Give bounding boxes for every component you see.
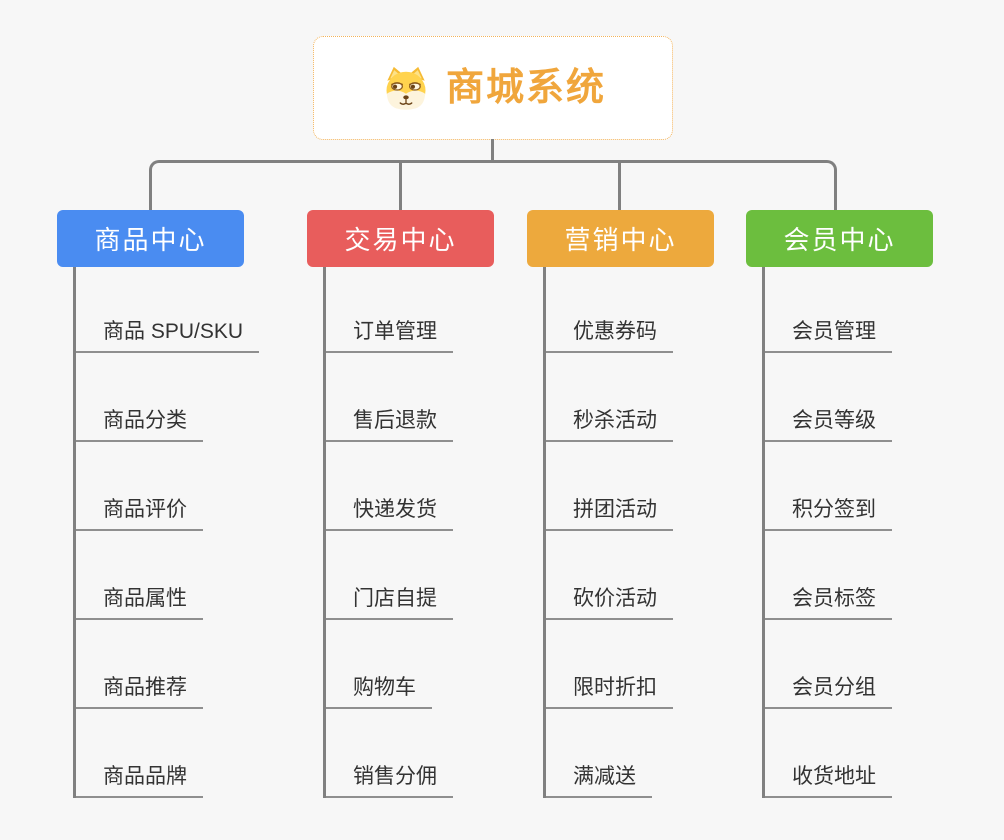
branch-children: 会员管理 会员等级 积分签到 会员标签 会员分组 收货地址 [762,267,892,798]
leaf-label: 售后退款 [326,408,453,442]
branch-node-member-center[interactable]: 会员中心 [746,210,933,267]
branch-marketing-center: 营销中心 优惠券码 秒杀活动 拼团活动 砍价活动 限时折扣 满减送 [527,210,767,798]
leaf-label: 商品属性 [76,586,203,620]
leaf-label: 秒杀活动 [546,408,673,442]
leaf-label: 会员分组 [765,675,892,709]
branch-trade-center: 交易中心 订单管理 售后退款 快递发货 门店自提 购物车 销售分佣 [307,210,547,798]
leaf-node[interactable]: 商品评价 [76,442,259,531]
branch-label: 交易中心 [344,225,457,255]
leaf-node[interactable]: 拼团活动 [546,442,673,531]
leaf-node[interactable]: 快递发货 [326,442,453,531]
leaf-label: 会员标签 [765,586,892,620]
leaf-label: 会员等级 [765,408,892,442]
branch-children: 订单管理 售后退款 快递发货 门店自提 购物车 销售分佣 [323,267,453,798]
branch-product-center: 商品中心 商品 SPU/SKU 商品分类 商品评价 商品属性 商品推荐 商品品牌 [57,210,297,798]
branch-label: 商品中心 [94,225,207,255]
leaf-node[interactable]: 会员分组 [765,620,892,709]
branch-label: 会员中心 [783,225,896,255]
leaf-label: 满减送 [546,764,652,798]
leaf-label: 限时折扣 [546,675,673,709]
leaf-node[interactable]: 会员标签 [765,531,892,620]
leaf-node[interactable]: 销售分佣 [326,709,453,798]
leaf-node[interactable]: 售后退款 [326,353,453,442]
branch-member-center: 会员中心 会员管理 会员等级 积分签到 会员标签 会员分组 收货地址 [746,210,986,798]
leaf-node[interactable]: 商品品牌 [76,709,259,798]
leaf-label: 门店自提 [326,586,453,620]
branch-node-product-center[interactable]: 商品中心 [57,210,244,267]
leaf-label: 快递发货 [326,497,453,531]
leaf-node[interactable]: 满减送 [546,709,673,798]
leaf-label: 销售分佣 [326,764,453,798]
connector-branch2-stub [399,161,402,210]
shiba-dog-icon [386,66,426,110]
leaf-node[interactable]: 收货地址 [765,709,892,798]
leaf-node[interactable]: 商品推荐 [76,620,259,709]
branch-node-marketing-center[interactable]: 营销中心 [527,210,714,267]
connector-root-stem [491,139,494,162]
leaf-label: 积分签到 [765,497,892,531]
leaf-node[interactable]: 秒杀活动 [546,353,673,442]
leaf-label: 商品品牌 [76,764,203,798]
leaf-label: 商品 SPU/SKU [76,319,260,353]
root-topic-label: 商城系统 [445,67,606,109]
branch-children: 商品 SPU/SKU 商品分类 商品评价 商品属性 商品推荐 商品品牌 [73,267,260,798]
leaf-node[interactable]: 商品属性 [76,531,259,620]
root-topic[interactable]: 商城系统 [313,36,673,140]
leaf-label: 收货地址 [765,764,892,798]
branch-children: 优惠券码 秒杀活动 拼团活动 砍价活动 限时折扣 满减送 [543,267,673,798]
leaf-label: 砍价活动 [546,586,673,620]
leaf-label: 购物车 [326,675,432,709]
leaf-node[interactable]: 订单管理 [326,267,453,353]
leaf-label: 优惠券码 [546,319,673,353]
leaf-node[interactable]: 限时折扣 [546,620,673,709]
leaf-label: 商品分类 [76,408,203,442]
connector-bus [149,160,837,210]
connector-branch3-stub [618,161,621,210]
leaf-label: 商品推荐 [76,675,203,709]
leaf-label: 拼团活动 [546,497,673,531]
leaf-node[interactable]: 购物车 [326,620,453,709]
branch-node-trade-center[interactable]: 交易中心 [307,210,494,267]
leaf-node[interactable]: 门店自提 [326,531,453,620]
leaf-node[interactable]: 积分签到 [765,442,892,531]
leaf-label: 会员管理 [765,319,892,353]
leaf-label: 订单管理 [326,319,453,353]
leaf-node[interactable]: 商品分类 [76,353,259,442]
leaf-node[interactable]: 优惠券码 [546,267,673,353]
branch-label: 营销中心 [564,225,677,255]
leaf-node[interactable]: 会员管理 [765,267,892,353]
leaf-node[interactable]: 商品 SPU/SKU [76,267,260,353]
leaf-node[interactable]: 会员等级 [765,353,892,442]
leaf-node[interactable]: 砍价活动 [546,531,673,620]
leaf-label: 商品评价 [76,497,203,531]
